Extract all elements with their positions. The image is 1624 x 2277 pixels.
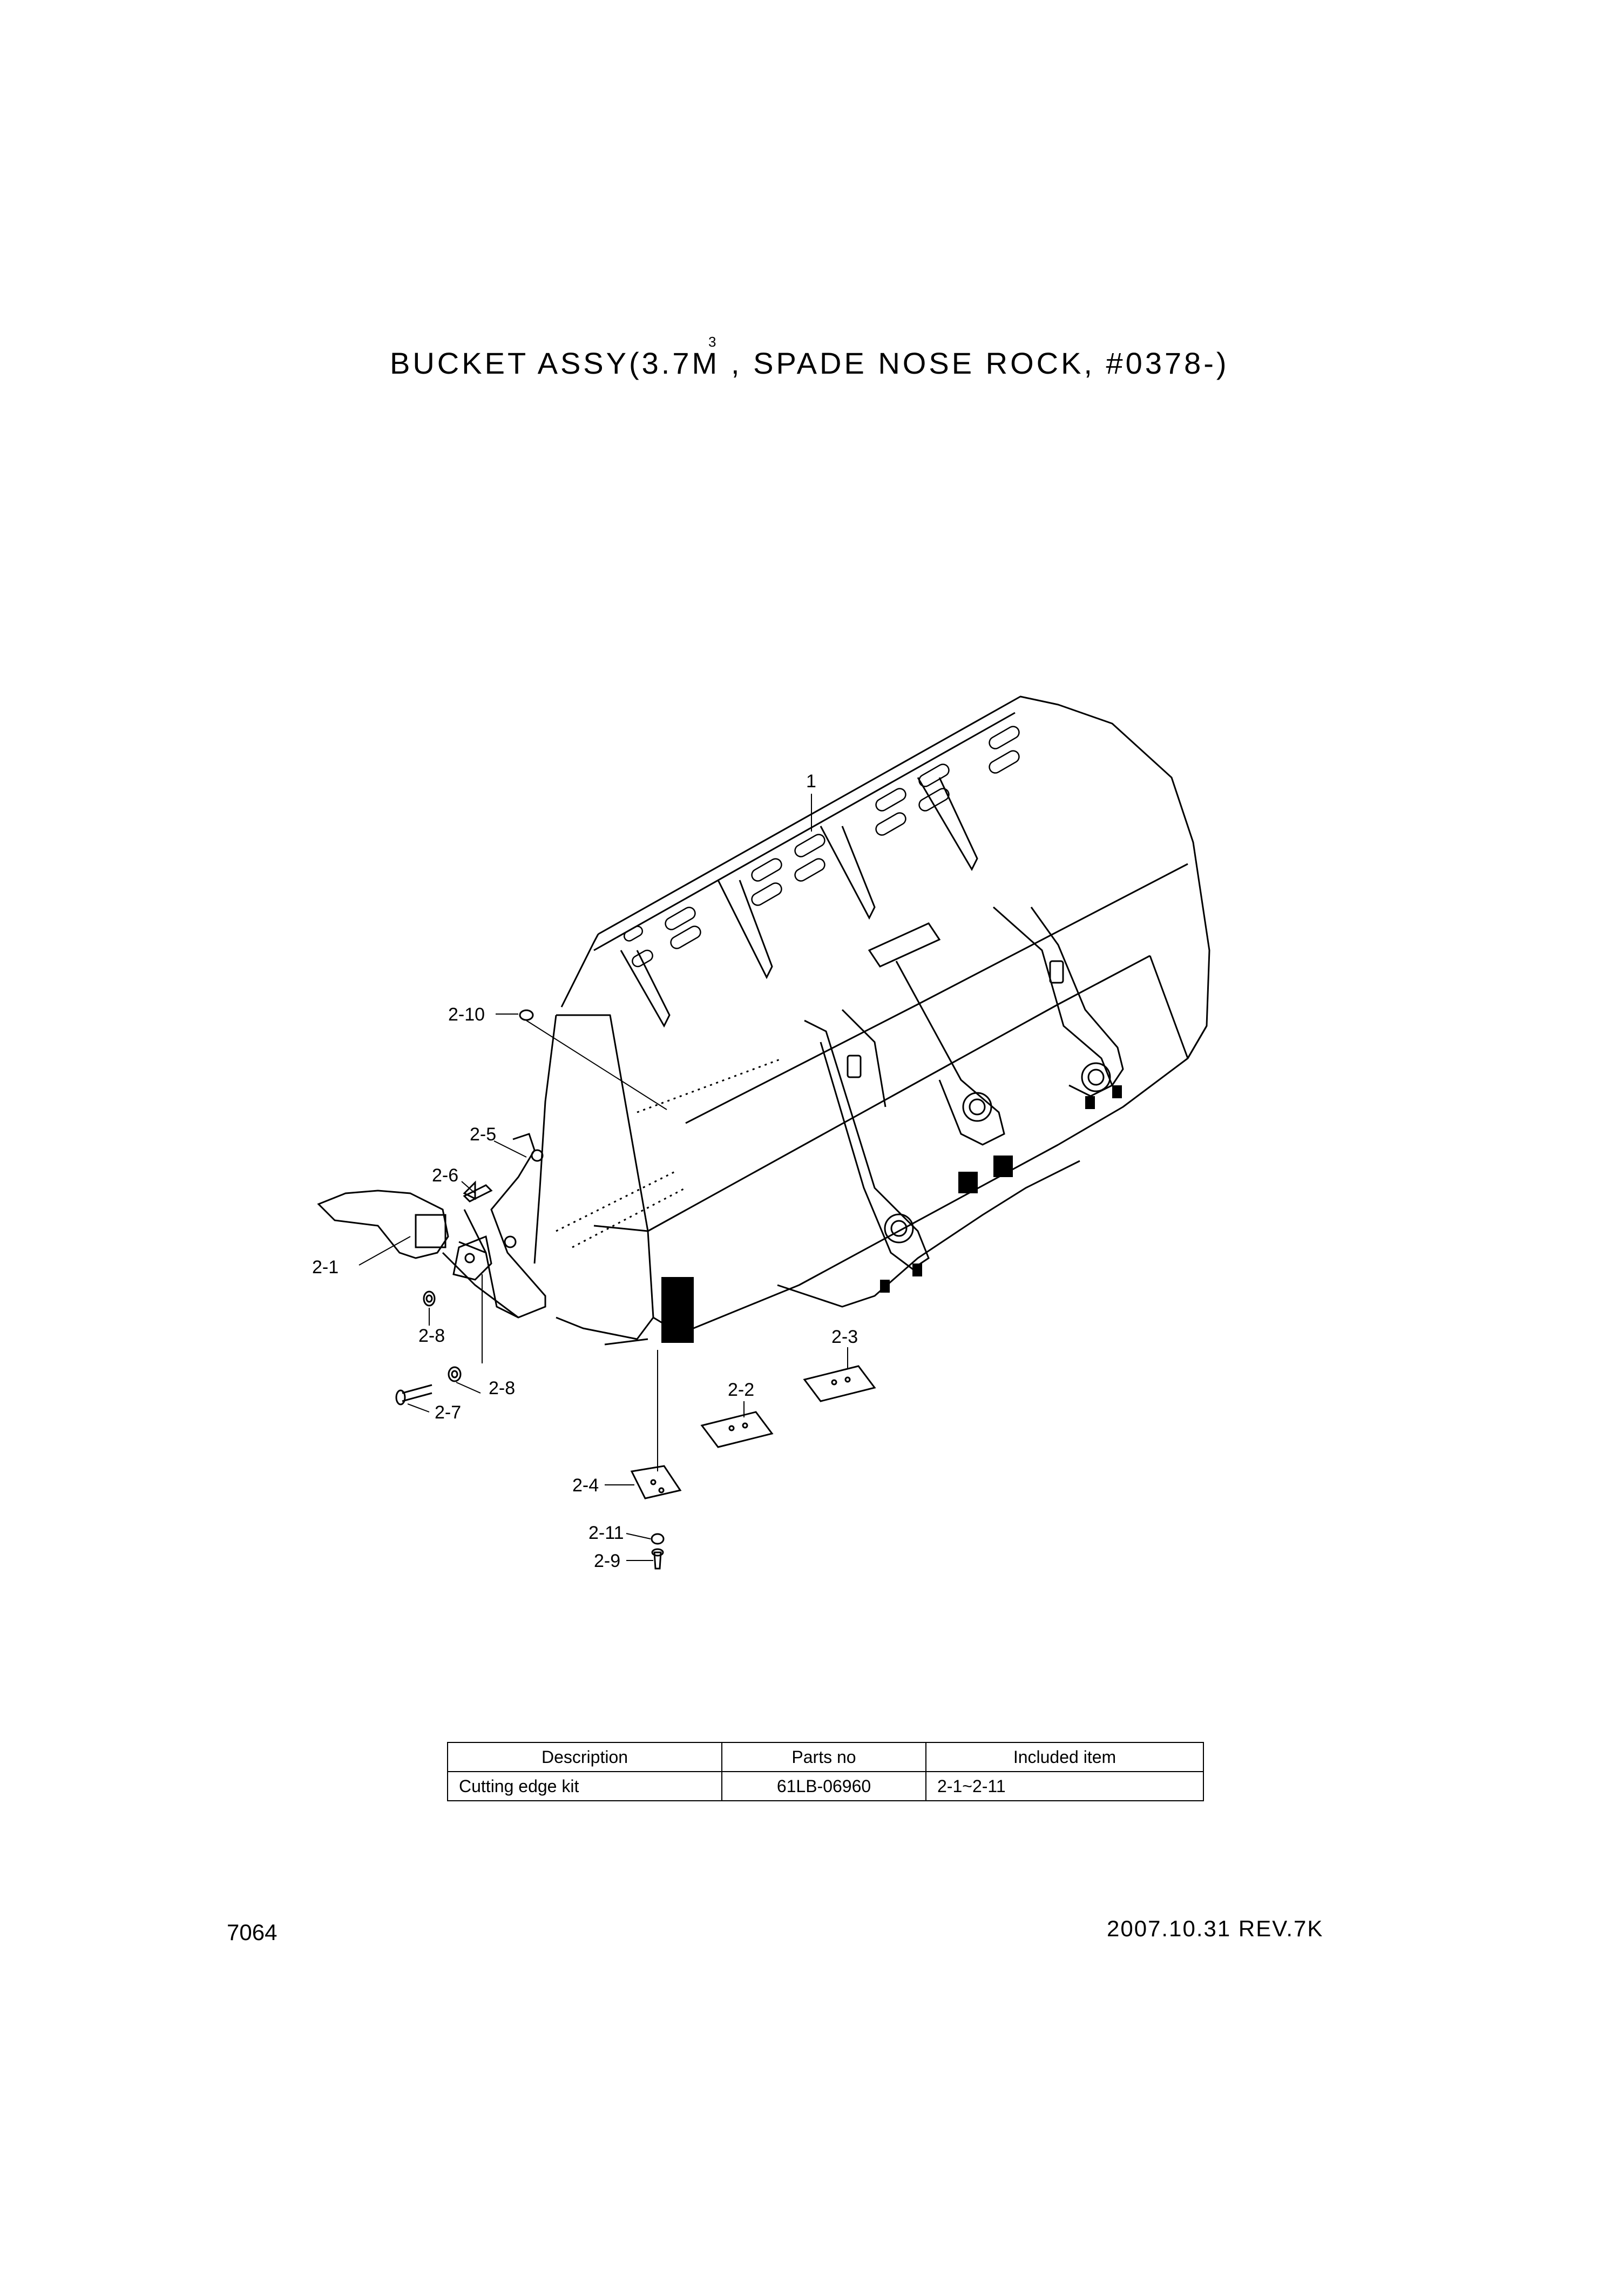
cell-description: Cutting edge kit bbox=[447, 1771, 722, 1801]
callout-2-6: 2-6 bbox=[432, 1165, 458, 1186]
callout-labels: 1 2-10 2-5 2-6 2-1 2-8 2-8 2-7 2-3 2-2 2… bbox=[312, 771, 858, 1571]
lift-arm-brackets bbox=[804, 906, 1124, 1270]
marker-blocks bbox=[661, 1085, 1122, 1343]
callout-1: 1 bbox=[806, 771, 816, 792]
wear-plates bbox=[630, 1365, 876, 1570]
bucket-body bbox=[533, 695, 1210, 1346]
callout-2-2: 2-2 bbox=[728, 1380, 754, 1400]
col-included-item: Included item bbox=[925, 1742, 1204, 1772]
title-superscript: 3 bbox=[708, 334, 716, 350]
callout-2-11: 2-11 bbox=[588, 1523, 624, 1543]
parts-table-header: Description Parts no Included item bbox=[447, 1742, 1204, 1772]
callout-2-7: 2-7 bbox=[435, 1402, 461, 1423]
page-number: 7064 bbox=[227, 1920, 278, 1945]
callout-2-8-upper: 2-8 bbox=[418, 1326, 445, 1346]
parts-table: Description Parts no Included item Cutti… bbox=[447, 1742, 1204, 1801]
top-slots bbox=[623, 726, 1020, 968]
callout-2-5: 2-5 bbox=[470, 1124, 496, 1145]
callout-2-8-lower: 2-8 bbox=[489, 1378, 515, 1398]
stiffener-ribs bbox=[620, 777, 978, 1028]
col-description: Description bbox=[447, 1742, 722, 1772]
callout-2-4: 2-4 bbox=[572, 1475, 599, 1496]
callout-2-9: 2-9 bbox=[594, 1551, 620, 1571]
title-main: BUCKET ASSY(3.7M bbox=[390, 346, 720, 380]
col-parts-no: Parts no bbox=[721, 1742, 926, 1772]
tooth-assembly bbox=[317, 1009, 546, 1406]
drawing-title: BUCKET ASSY(3.7M 3 , SPADE NOSE ROCK, #0… bbox=[390, 334, 1227, 381]
revision-date: 2007.10.31 REV.7K bbox=[1107, 1916, 1324, 1941]
callout-2-3: 2-3 bbox=[831, 1327, 858, 1347]
cell-parts-no: 61LB-06960 bbox=[721, 1771, 926, 1801]
leader-lines bbox=[358, 794, 848, 1561]
cell-included-item: 2-1~2-11 bbox=[925, 1771, 1204, 1801]
table-row: Cutting edge kit 61LB-06960 2-1~2-11 bbox=[447, 1771, 1204, 1801]
callout-2-10: 2-10 bbox=[448, 1004, 485, 1025]
callout-2-1: 2-1 bbox=[312, 1257, 339, 1278]
title-rest: , SPADE NOSE ROCK, #0378-) bbox=[731, 346, 1229, 380]
